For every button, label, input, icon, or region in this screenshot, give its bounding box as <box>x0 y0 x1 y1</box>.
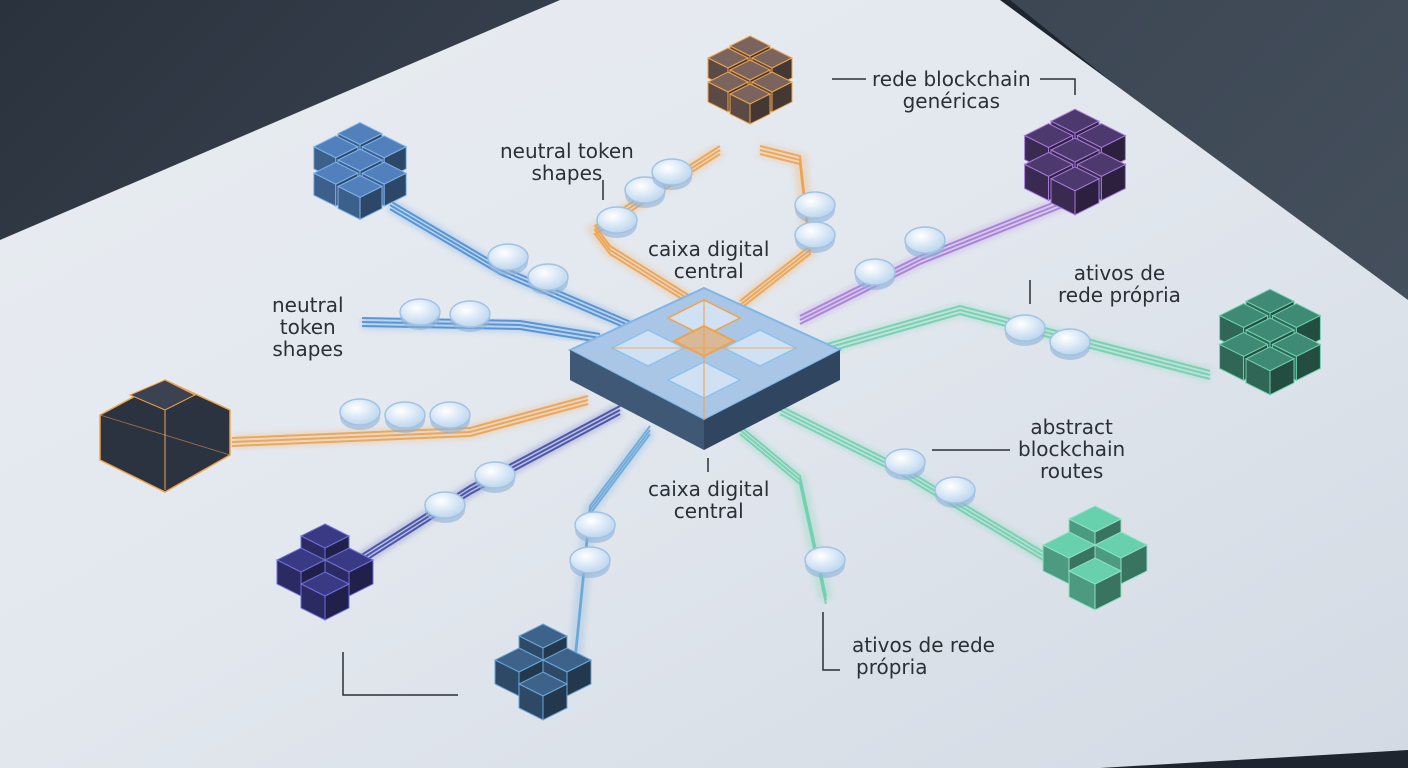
label-line: neutral <box>272 293 344 317</box>
leader-bottom-left <box>342 652 458 696</box>
node-top-right-purple <box>1023 108 1127 216</box>
label-line: central <box>673 259 744 283</box>
label-abstract-blockchain-routes: abstract blockchain routes <box>1018 416 1125 482</box>
leader-top-right-bracket <box>1040 78 1076 95</box>
label-line: shapes <box>531 161 603 185</box>
token-shape <box>574 511 616 543</box>
token-shape <box>384 401 426 433</box>
nodes-layer <box>99 35 1322 721</box>
node-right-green <box>1218 288 1322 396</box>
label-rede-blockchain-genericas: rede blockchain genéricas <box>872 68 1031 112</box>
token-shape <box>934 476 976 508</box>
token-shape <box>429 401 471 433</box>
node-bottom-right-green <box>1041 505 1149 611</box>
route-right <box>818 302 1212 382</box>
token-shape <box>487 243 529 275</box>
token-shape <box>1049 328 1091 360</box>
cube <box>1244 346 1296 396</box>
token-shape <box>449 300 491 332</box>
token-shape <box>569 546 611 578</box>
token-shape <box>854 258 896 290</box>
node-left-hex <box>99 379 231 493</box>
label-caixa-digital-central-top: caixa digital central <box>648 238 769 282</box>
token-shape <box>884 448 926 480</box>
node-top-orange <box>706 35 794 125</box>
route-left-hex <box>231 393 590 449</box>
label-line: rede própria <box>1058 283 1181 307</box>
label-line: genéricas <box>902 89 1001 113</box>
token-shape <box>804 546 846 578</box>
label-leaders <box>342 78 1076 696</box>
label-ativos-de-rede-propria-bottom: ativos de rede própria <box>852 634 995 678</box>
node-bottom-steel <box>493 623 593 721</box>
route-top-right <box>796 193 1073 327</box>
token-shape <box>794 221 836 253</box>
label-line: ativos de <box>1073 261 1166 285</box>
cube <box>1067 557 1123 611</box>
cube <box>517 671 569 721</box>
token-shape <box>794 191 836 223</box>
label-line: routes <box>1039 459 1104 483</box>
token-shape <box>651 158 693 190</box>
token-shape <box>1004 314 1046 346</box>
leader-bottom-assets <box>822 612 840 671</box>
label-line: blockchain <box>1018 437 1126 461</box>
label-line: ativos de rede <box>852 633 995 657</box>
token-shape <box>527 263 569 295</box>
token-shape <box>399 298 441 330</box>
cube <box>299 571 351 621</box>
central-digital-box <box>567 286 843 450</box>
label-line: caixa digital <box>648 237 770 261</box>
label-line: central <box>673 499 744 523</box>
cube <box>336 174 384 221</box>
cube <box>1049 166 1101 216</box>
label-line: neutral token <box>500 139 634 163</box>
label-line: caixa digital <box>648 477 770 501</box>
cube <box>728 83 772 125</box>
route-bottom-left <box>356 403 624 566</box>
label-line: própria <box>856 655 928 679</box>
node-top-left-blue <box>312 122 408 221</box>
label-neutral-token-shapes-top: neutral token shapes <box>500 140 634 184</box>
label-neutral-token-shapes-left: neutral token shapes <box>272 294 344 360</box>
token-shape <box>904 226 946 258</box>
label-line: shapes <box>272 337 344 361</box>
token-shape <box>474 461 516 493</box>
label-ativos-de-rede-propria-right: ativos de rede própria <box>1058 262 1181 306</box>
tokens-layer <box>339 158 1091 578</box>
label-line: rede blockchain <box>872 67 1031 91</box>
token-shape <box>424 491 466 523</box>
node-bottom-left-navy <box>275 523 375 621</box>
label-caixa-digital-central-bottom: caixa digital central <box>648 478 769 522</box>
token-shape <box>339 398 381 430</box>
token-shape <box>596 206 638 238</box>
label-line: abstract <box>1030 415 1113 439</box>
label-line: token <box>279 315 336 339</box>
